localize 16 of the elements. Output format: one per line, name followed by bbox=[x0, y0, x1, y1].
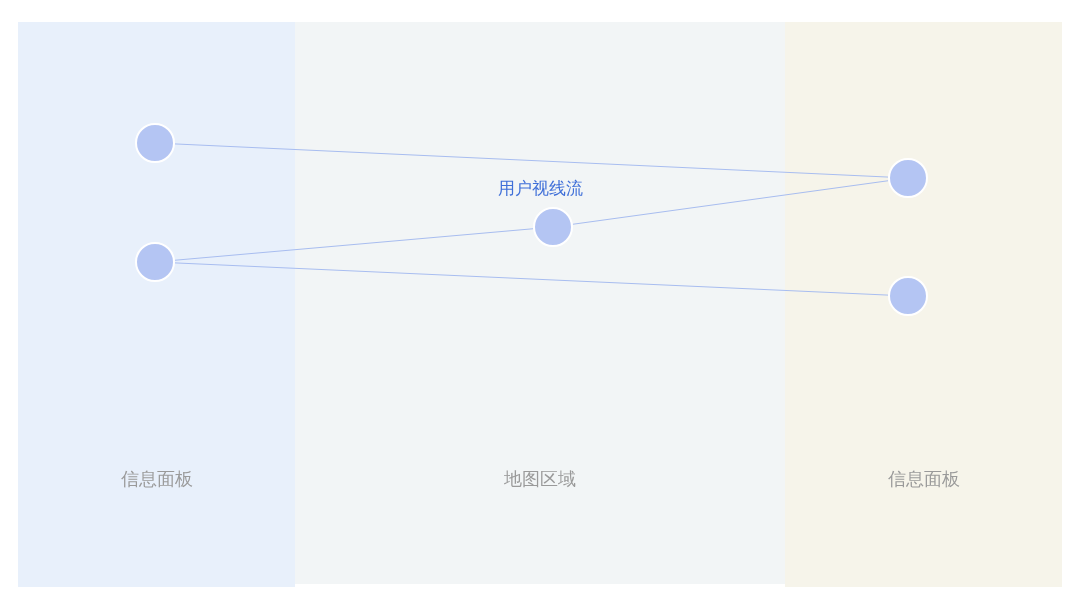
circle-node bbox=[135, 123, 175, 163]
circle-node bbox=[888, 158, 928, 198]
region-panel bbox=[18, 22, 295, 587]
circle-node bbox=[533, 207, 573, 247]
circle-node bbox=[888, 276, 928, 316]
sight-line bbox=[174, 262, 889, 296]
region-panel bbox=[785, 22, 1062, 587]
region-label: 信息面板 bbox=[887, 467, 960, 491]
circle-node bbox=[135, 242, 175, 282]
region-label: 地图区域 bbox=[504, 467, 576, 491]
region-label: 信息面板 bbox=[120, 467, 193, 491]
sight-line bbox=[174, 143, 889, 178]
region-panel bbox=[295, 22, 785, 584]
flow-label: 用户视线流 bbox=[497, 177, 583, 200]
sight-line bbox=[572, 180, 889, 225]
sight-line bbox=[174, 228, 534, 261]
